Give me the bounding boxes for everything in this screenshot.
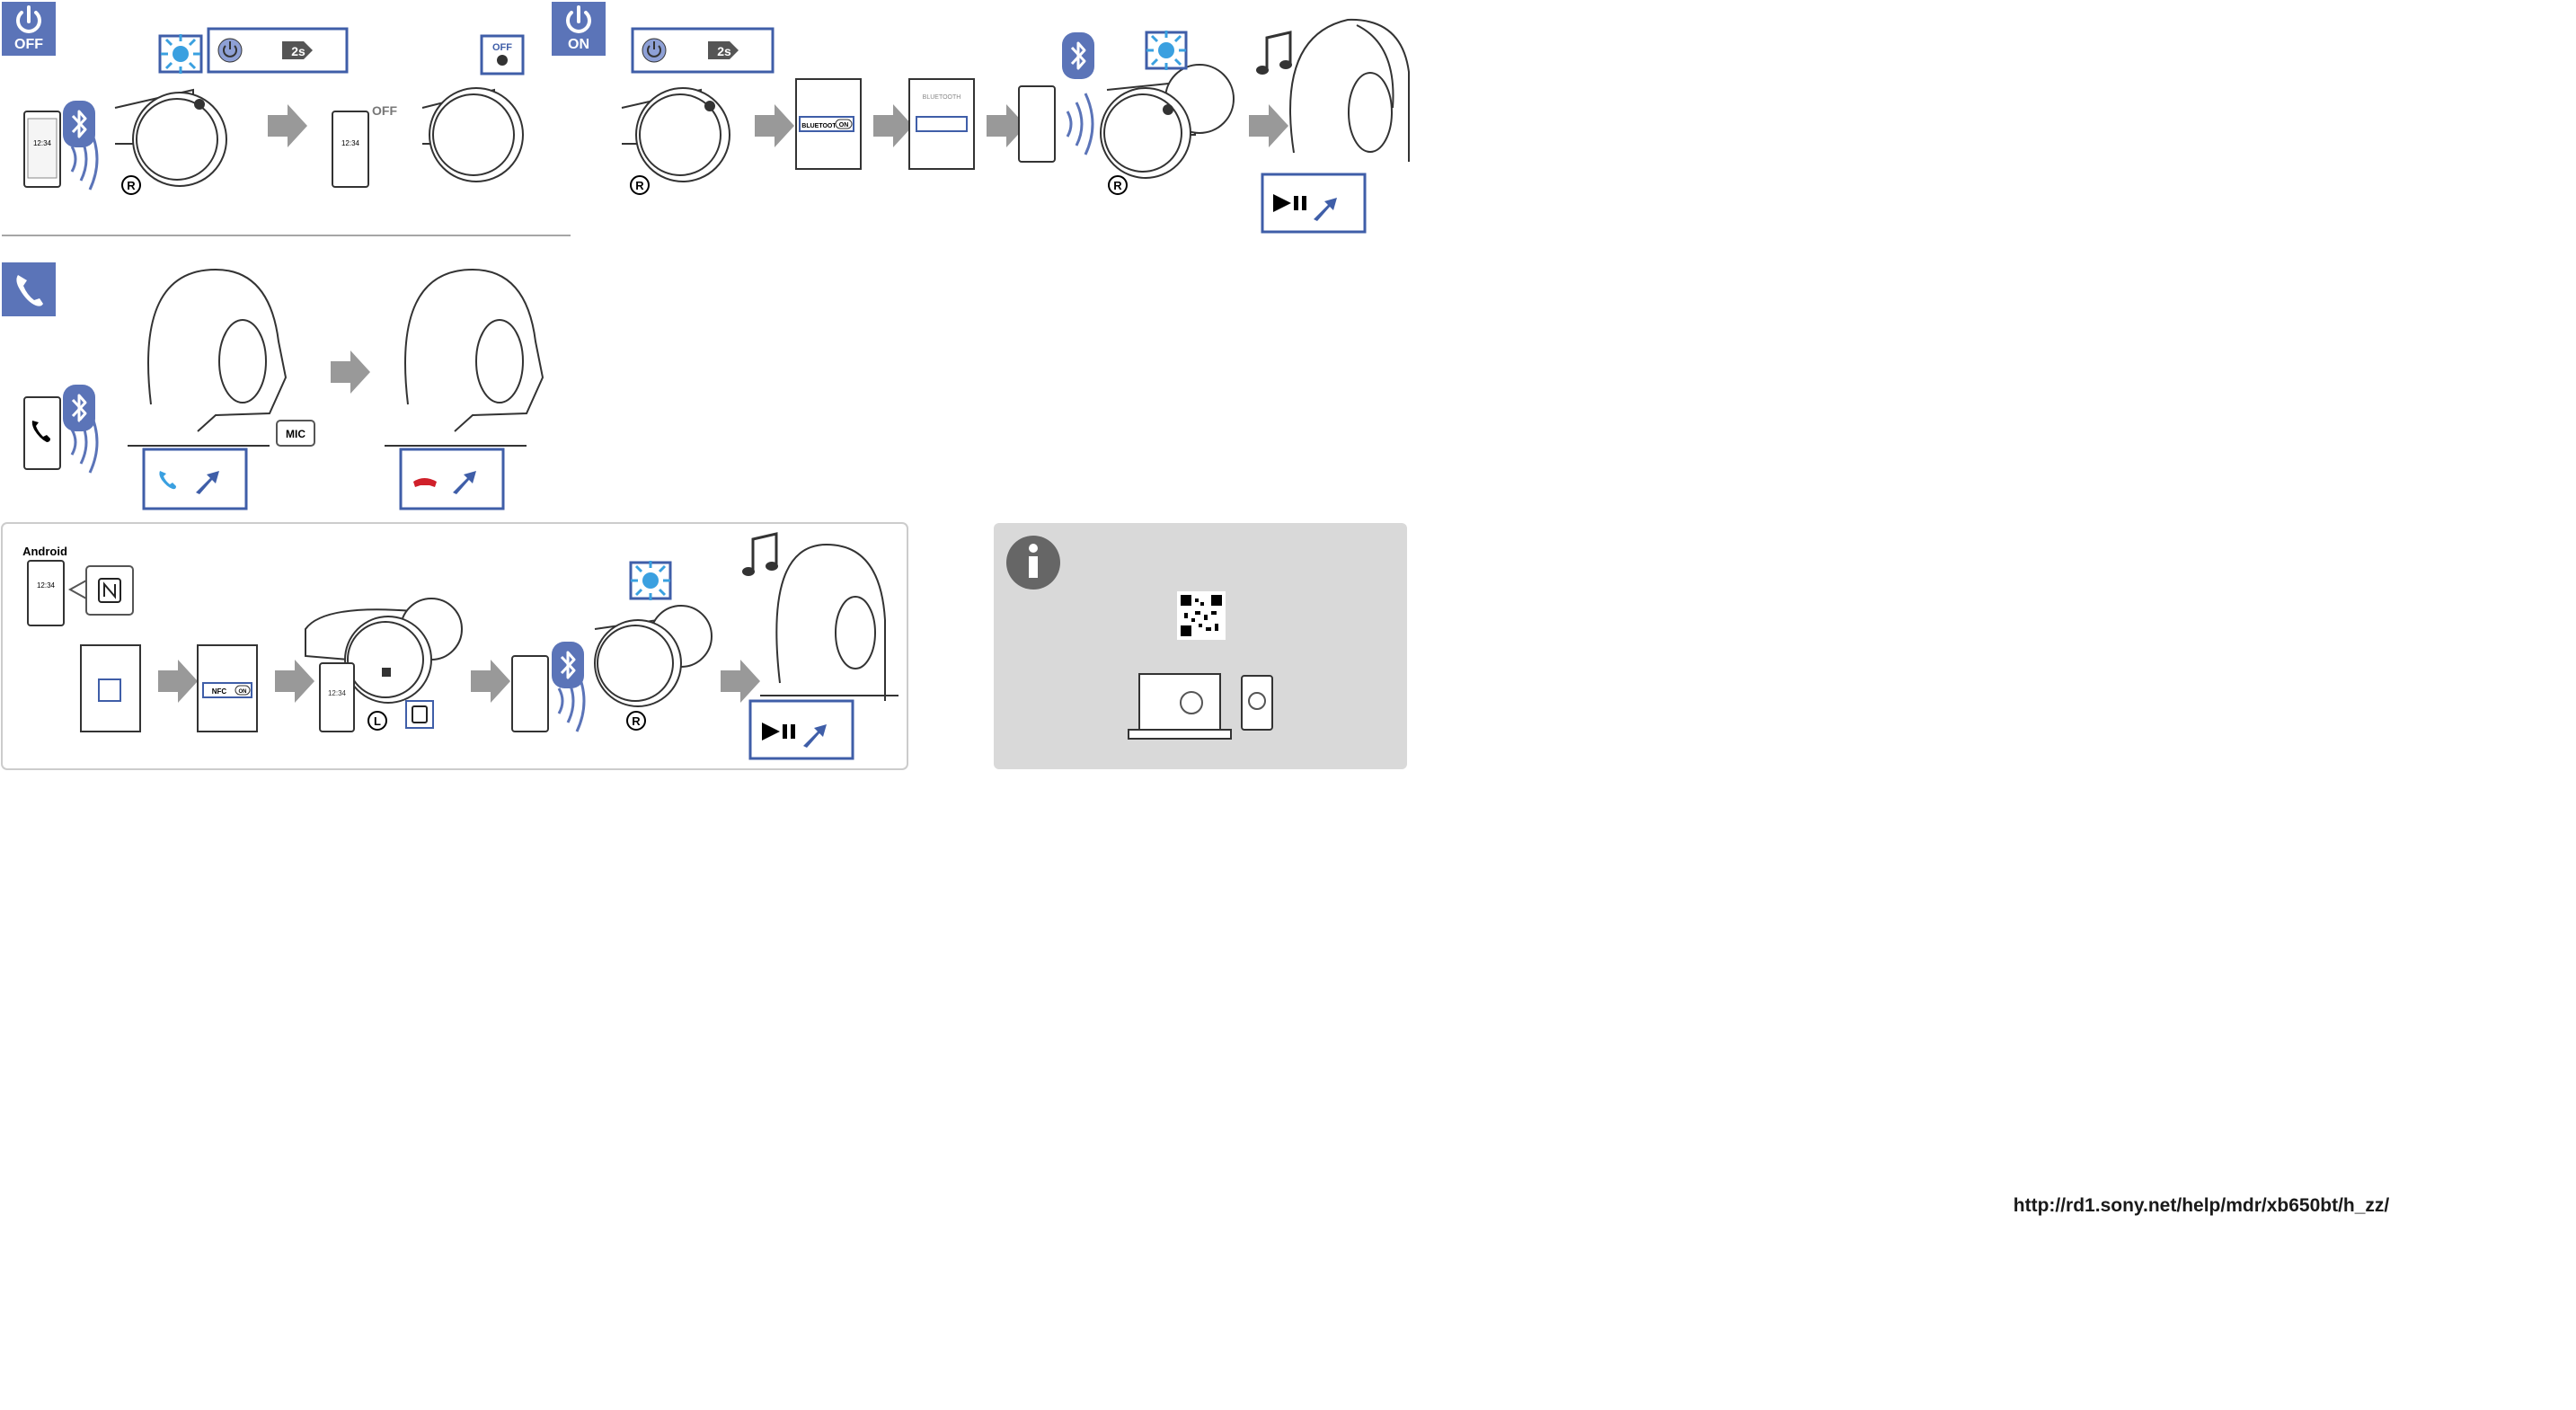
- phone-device: 12:34: [332, 111, 369, 188]
- right-mark: [121, 175, 141, 195]
- phone-clock: 12:34: [341, 139, 360, 147]
- phone-device: [23, 396, 61, 470]
- music-note-icon: [1254, 31, 1294, 76]
- help-url[interactable]: http://rd1.sony.net/help/mdr/xb650bt/h_z…: [2013, 1195, 2390, 1216]
- phone-device: [1241, 675, 1273, 731]
- phone-device: [1018, 85, 1056, 163]
- end-call-callout: [399, 448, 505, 510]
- left-mark: [367, 711, 387, 731]
- play-pause-icon: [1273, 194, 1306, 212]
- off-badge-label: OFF: [14, 37, 43, 52]
- right-mark-label: R: [1113, 179, 1122, 192]
- bluetooth-icon: [61, 383, 97, 433]
- phone-clock: 12:34: [33, 139, 52, 147]
- hold-duration: 2s: [291, 44, 305, 58]
- step-arrow: [331, 350, 370, 394]
- on-badge: ON: [552, 2, 606, 56]
- bluetooth-switch-label: BLUETOOTH: [801, 123, 840, 129]
- nfc-icon: [412, 705, 428, 723]
- bluetooth-header: BLUETOOTH: [923, 94, 961, 101]
- wireless-waves-icon: [1066, 92, 1094, 156]
- phone-clock: 12:34: [328, 689, 347, 697]
- led-off-icon: [497, 55, 508, 66]
- power-hold-callout: 2s: [631, 27, 775, 74]
- bluetooth-toggle-state: ON: [839, 122, 849, 129]
- bluetooth-icon: [1060, 31, 1096, 81]
- mic-label: MIC: [286, 428, 305, 440]
- right-mark: [630, 175, 650, 195]
- power-icon: [16, 5, 41, 33]
- head-with-headphones: [760, 543, 899, 701]
- power-button-icon: [217, 38, 243, 63]
- mic-label-callout: MIC: [276, 420, 315, 447]
- led-callout: [1145, 29, 1188, 72]
- headphone-nfc-touch: 12:34: [305, 598, 463, 732]
- step-arrow: [755, 104, 794, 147]
- headphone-right-earcup: [114, 88, 227, 187]
- answer-call-icon: [159, 471, 176, 490]
- phone-icon: [16, 275, 43, 306]
- power-button-icon: [642, 38, 667, 63]
- nfc-switch-label: NFC: [212, 687, 227, 696]
- head-with-headphones: [385, 268, 544, 447]
- bluetooth-settings-screen: BLUETOOTH ON: [795, 78, 862, 170]
- hold-duration: 2s: [717, 44, 731, 58]
- off-callout-label: OFF: [492, 42, 512, 53]
- off-callout: OFF: [480, 34, 525, 75]
- head-with-headphones: [1289, 18, 1410, 162]
- play-pause-callout: [1261, 173, 1367, 234]
- step-arrow: [1249, 104, 1288, 147]
- step-arrow: [873, 104, 913, 147]
- power-icon: [566, 5, 591, 33]
- info-panel: [994, 523, 1407, 769]
- phone-device: 12:34: [23, 111, 61, 188]
- led-callout: [629, 559, 672, 602]
- right-mark-label: R: [635, 179, 644, 192]
- off-badge: OFF: [2, 2, 56, 56]
- right-mark-label: R: [632, 714, 641, 728]
- nfc-callout: [67, 565, 134, 616]
- end-call-icon: [413, 478, 437, 487]
- right-mark: [626, 711, 646, 731]
- play-pause-icon: [762, 723, 795, 740]
- off-status-label: OFF: [372, 103, 397, 118]
- qr-code-icon: [1177, 591, 1226, 640]
- laptop-device: [1128, 673, 1232, 740]
- settings-screen: [80, 644, 141, 732]
- nfc-settings-screen: NFC ON: [197, 644, 258, 732]
- headphone-right-earcup: [1100, 64, 1235, 179]
- answer-call-callout: [142, 448, 248, 510]
- headphone-right-earcup: [621, 87, 730, 182]
- headphone-right-earcup: [421, 87, 524, 182]
- call-badge-bg: [2, 262, 56, 316]
- right-mark-label: R: [127, 179, 136, 192]
- step-arrow: [268, 104, 307, 147]
- head-with-headphones: [128, 268, 288, 447]
- phone-clock: 12:34: [37, 581, 56, 590]
- headphone-right-earcup: [594, 605, 713, 707]
- info-icon: [1006, 536, 1060, 590]
- play-pause-callout: [748, 699, 854, 760]
- power-hold-callout: 2s: [207, 27, 349, 74]
- nfc-mark-callout: [405, 700, 434, 729]
- phone-device: 12:34: [27, 560, 65, 626]
- nfc-toggle-state: ON: [239, 689, 247, 695]
- phone-device: [511, 655, 549, 732]
- left-mark-label: L: [374, 714, 381, 728]
- android-label: Android: [22, 545, 67, 558]
- call-badge: [2, 262, 56, 316]
- right-mark: [1108, 175, 1128, 195]
- led-callout: [158, 32, 203, 75]
- device-list-screen: BLUETOOTH: [908, 78, 975, 170]
- nfc-icon: [98, 578, 121, 603]
- on-badge-label: ON: [568, 37, 589, 52]
- bluetooth-icon: [61, 99, 97, 149]
